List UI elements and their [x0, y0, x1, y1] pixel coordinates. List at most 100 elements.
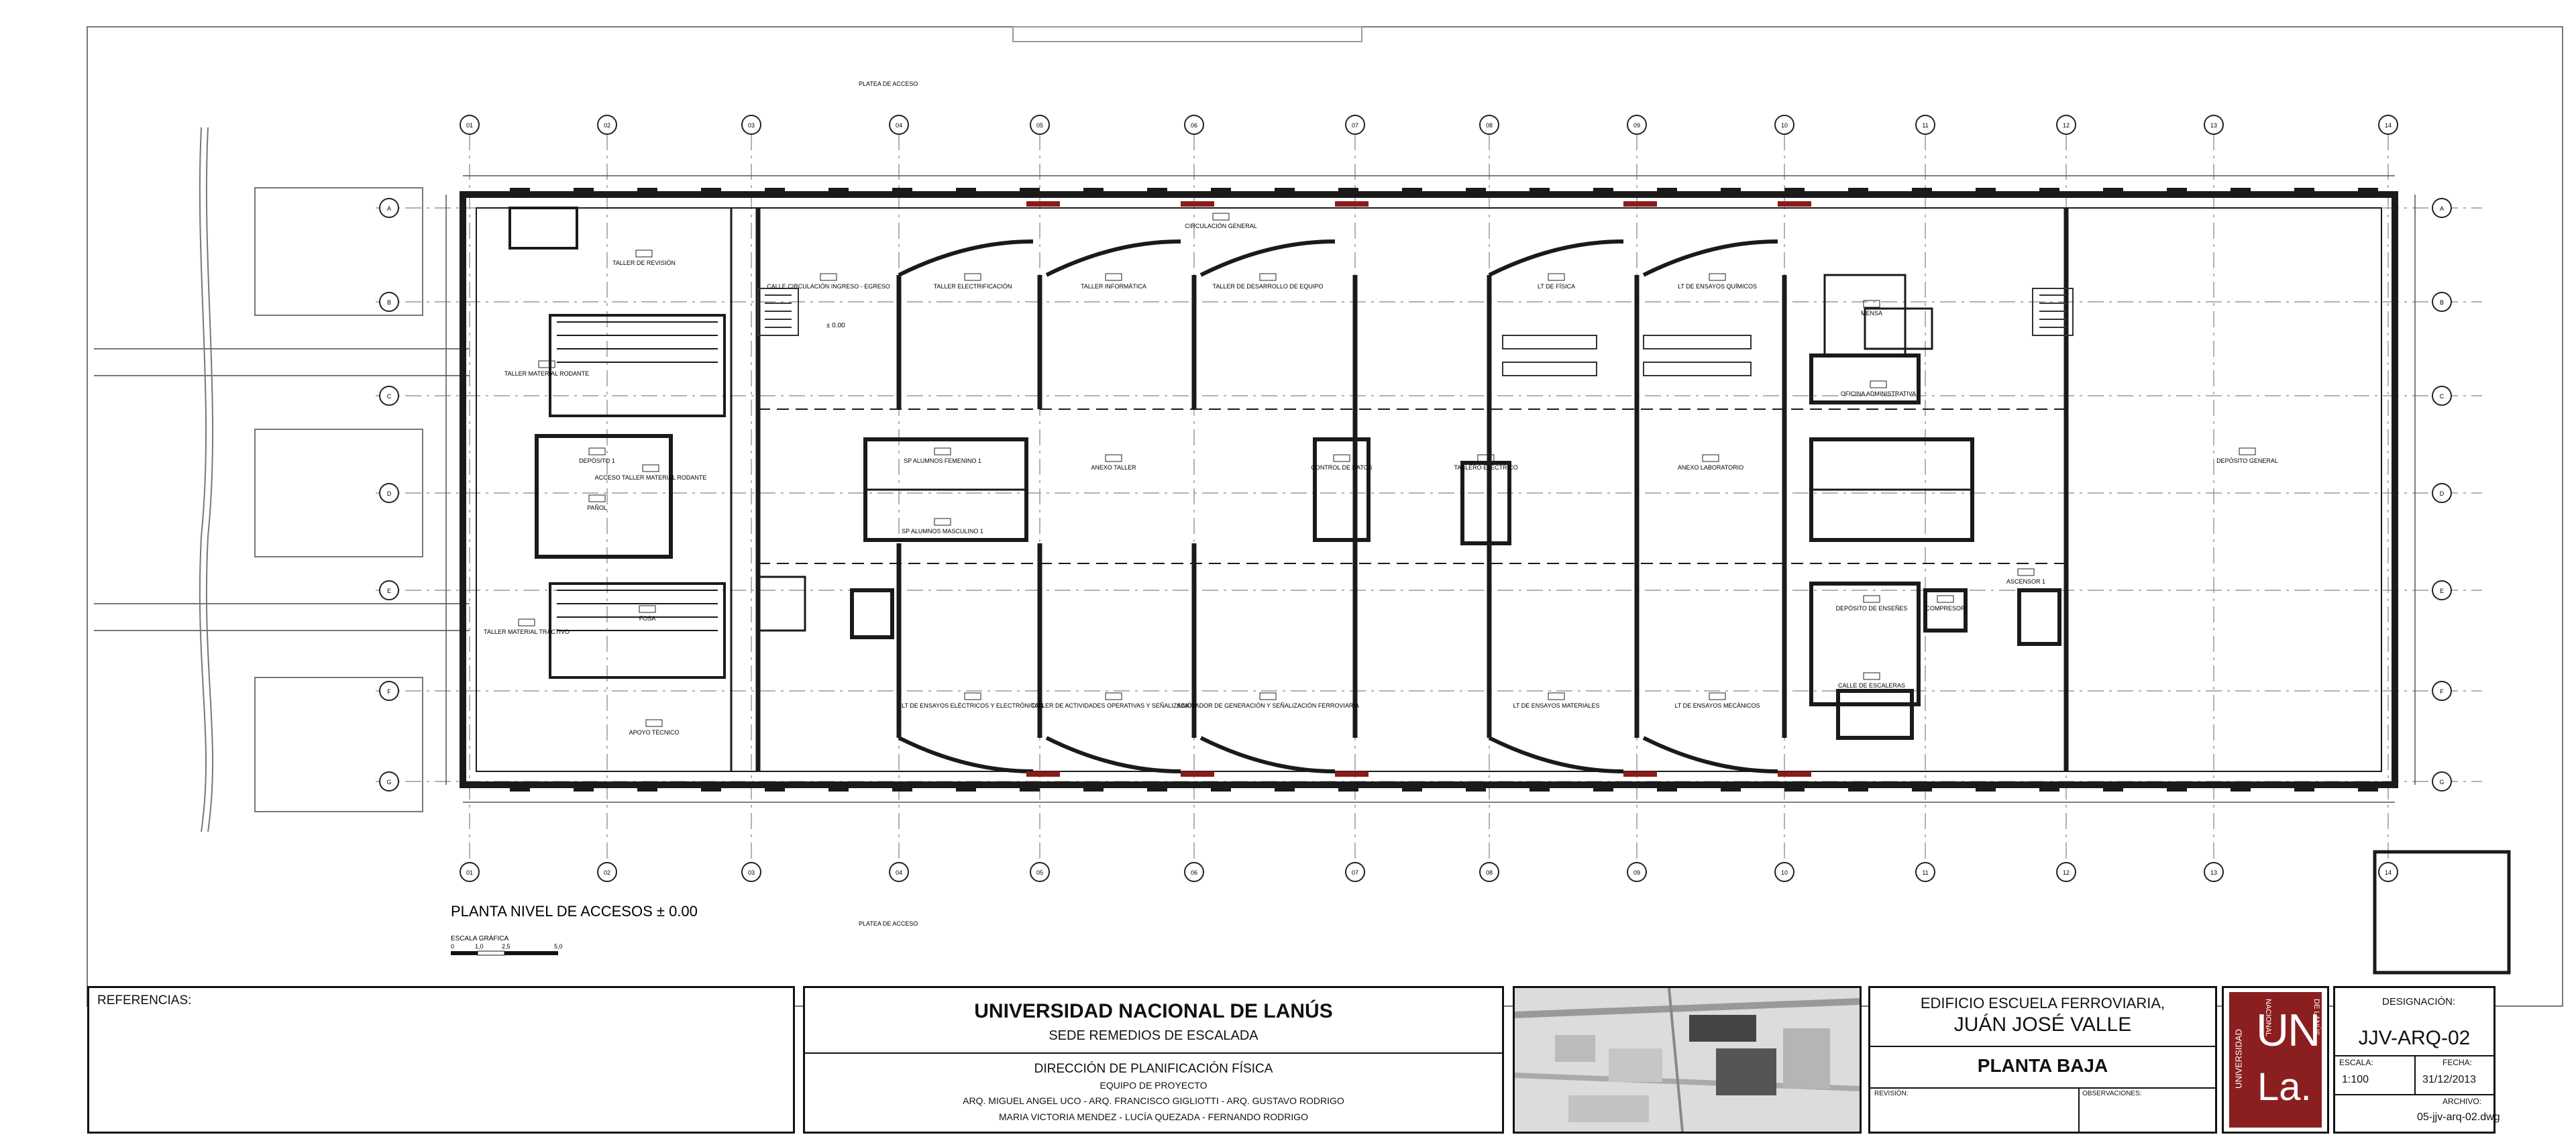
pilaster	[892, 783, 912, 792]
grid-bubble-label: C	[387, 393, 392, 400]
grid-bubble	[889, 115, 909, 135]
grid-bubble	[2056, 115, 2076, 135]
room-label: FOSA	[639, 615, 656, 622]
grid-bubble	[2432, 580, 2452, 600]
scale-tick: 5,0	[554, 943, 563, 950]
pilaster	[1912, 783, 1932, 792]
room-label: CALLE CIRCULACIÓN INGRESO - EGRESO	[767, 283, 890, 290]
room-tag	[2017, 568, 2035, 576]
grid-bubble	[741, 115, 761, 135]
pilaster	[1721, 783, 1741, 792]
grid-bubble	[2432, 386, 2452, 406]
room-tag	[1863, 595, 1880, 603]
pilaster	[2358, 188, 2378, 196]
pilaster	[1529, 188, 1550, 196]
logo-small-text: La.	[2257, 1065, 2312, 1109]
building-outline	[460, 191, 2398, 788]
grid-bubble-label: 04	[896, 869, 902, 876]
pilaster	[2039, 783, 2059, 792]
grid-bubble-label: A	[387, 205, 391, 212]
room-tag	[2239, 447, 2256, 455]
grid-bubble	[1030, 115, 1050, 135]
file-value: 05-jjv-arq-02.dwg	[2417, 1111, 2500, 1123]
room-label: CALLE DE ESCALERAS	[1838, 682, 1905, 689]
pilaster	[956, 783, 976, 792]
grid-bubble-label: 12	[2063, 869, 2070, 876]
room-tag	[1870, 380, 1887, 388]
pilaster	[1657, 783, 1677, 792]
room-label: DEPÓSITO 1	[579, 457, 615, 464]
room-tag	[964, 692, 981, 700]
pilaster	[637, 188, 657, 196]
service-cores	[757, 274, 2061, 740]
references-box: REFERENCIAS:	[87, 986, 795, 1134]
pilaster	[765, 188, 785, 196]
room-label: COMPRESOR	[1925, 605, 1966, 612]
pilaster	[1529, 783, 1550, 792]
right-annex	[2373, 850, 2511, 975]
university-name: UNIVERSIDAD NACIONAL DE LANÚS	[974, 1000, 1333, 1022]
lab-benches	[1502, 335, 1752, 376]
access-note-bottom: PLATEA DE ACCESO	[859, 920, 918, 927]
pilaster	[510, 188, 530, 196]
scale-label: ESCALA:	[2339, 1058, 2373, 1067]
grid-bubble	[2432, 292, 2452, 312]
room-label: APOYO TÉCNICO	[629, 729, 680, 736]
room-label: SP ALUMNOS MASCULINO 1	[902, 528, 983, 535]
grid-bubble	[379, 198, 399, 218]
room-tag	[820, 273, 837, 281]
location-map-graphic	[1515, 988, 1860, 1132]
pilaster	[1020, 188, 1040, 196]
grid-bubble-label: 05	[1036, 122, 1043, 129]
pilaster	[574, 783, 594, 792]
institution-box: UNIVERSIDAD NACIONAL DE LANÚS SEDE REMED…	[803, 986, 1504, 1134]
pilaster	[701, 188, 721, 196]
grid-bubble-label: 04	[896, 122, 902, 129]
access-note-top: PLATEA DE ACCESO	[859, 80, 918, 87]
grid-bubble	[1627, 115, 1647, 135]
grid-bubble-label: 14	[2385, 869, 2392, 876]
room-tag	[588, 494, 606, 502]
pilaster	[1912, 188, 1932, 196]
date-label: FECHA:	[2443, 1058, 2473, 1067]
project-info-box: EDIFICIO ESCUELA FERROVIARIA, JUÁN JOSÉ …	[1868, 986, 2217, 1134]
pilaster	[510, 783, 530, 792]
pilaster	[2358, 783, 2378, 792]
grid-bubble	[1627, 862, 1647, 882]
room-tag	[645, 719, 663, 727]
room-tag	[1548, 273, 1565, 281]
room-label: PAÑOL	[587, 504, 607, 511]
team-label: EQUIPO DE PROYECTO	[1099, 1080, 1208, 1091]
room-tag	[1863, 300, 1880, 308]
pilaster	[574, 188, 594, 196]
designation-divider-3	[2335, 1094, 2493, 1095]
grid-bubble	[1774, 862, 1794, 882]
grid-bubble-label: F	[2440, 688, 2444, 695]
grid-bubble	[379, 386, 399, 406]
pilaster	[1083, 188, 1104, 196]
room-tag	[588, 447, 606, 455]
room-label: ACCESO TALLER MATERIAL RODANTE	[595, 474, 707, 481]
room-tag	[642, 464, 659, 472]
team-line-2: MARIA VICTORIA MENDEZ - LUCÍA QUEZADA - …	[998, 1111, 1309, 1122]
pilaster	[1784, 188, 1805, 196]
grid-bubble-label: A	[2440, 205, 2444, 212]
scale-bar-ticks: 0 1,0 2,5 5,0	[451, 943, 563, 950]
pilaster	[1721, 188, 1741, 196]
grid-bubble	[460, 862, 480, 882]
university-logo: UN La. UNIVERSIDAD NACIONAL DE LANÚS	[2229, 992, 2322, 1128]
grid-bubble	[597, 862, 617, 882]
room-tag	[1937, 595, 1954, 603]
pilaster	[1466, 783, 1486, 792]
grid-bubble-label: 08	[1486, 122, 1493, 129]
grid-bubble	[2432, 771, 2452, 792]
room-label: TALLER ELECTRIFICACIÓN	[934, 283, 1012, 290]
interior-walls	[755, 208, 2069, 771]
grid-bubble-label: 10	[1781, 869, 1788, 876]
file-label: ARCHIVO:	[2443, 1097, 2482, 1106]
grid-bubble	[1915, 115, 1935, 135]
workshop-block	[508, 207, 733, 771]
pilaster	[1657, 188, 1677, 196]
pilaster	[1848, 188, 1868, 196]
